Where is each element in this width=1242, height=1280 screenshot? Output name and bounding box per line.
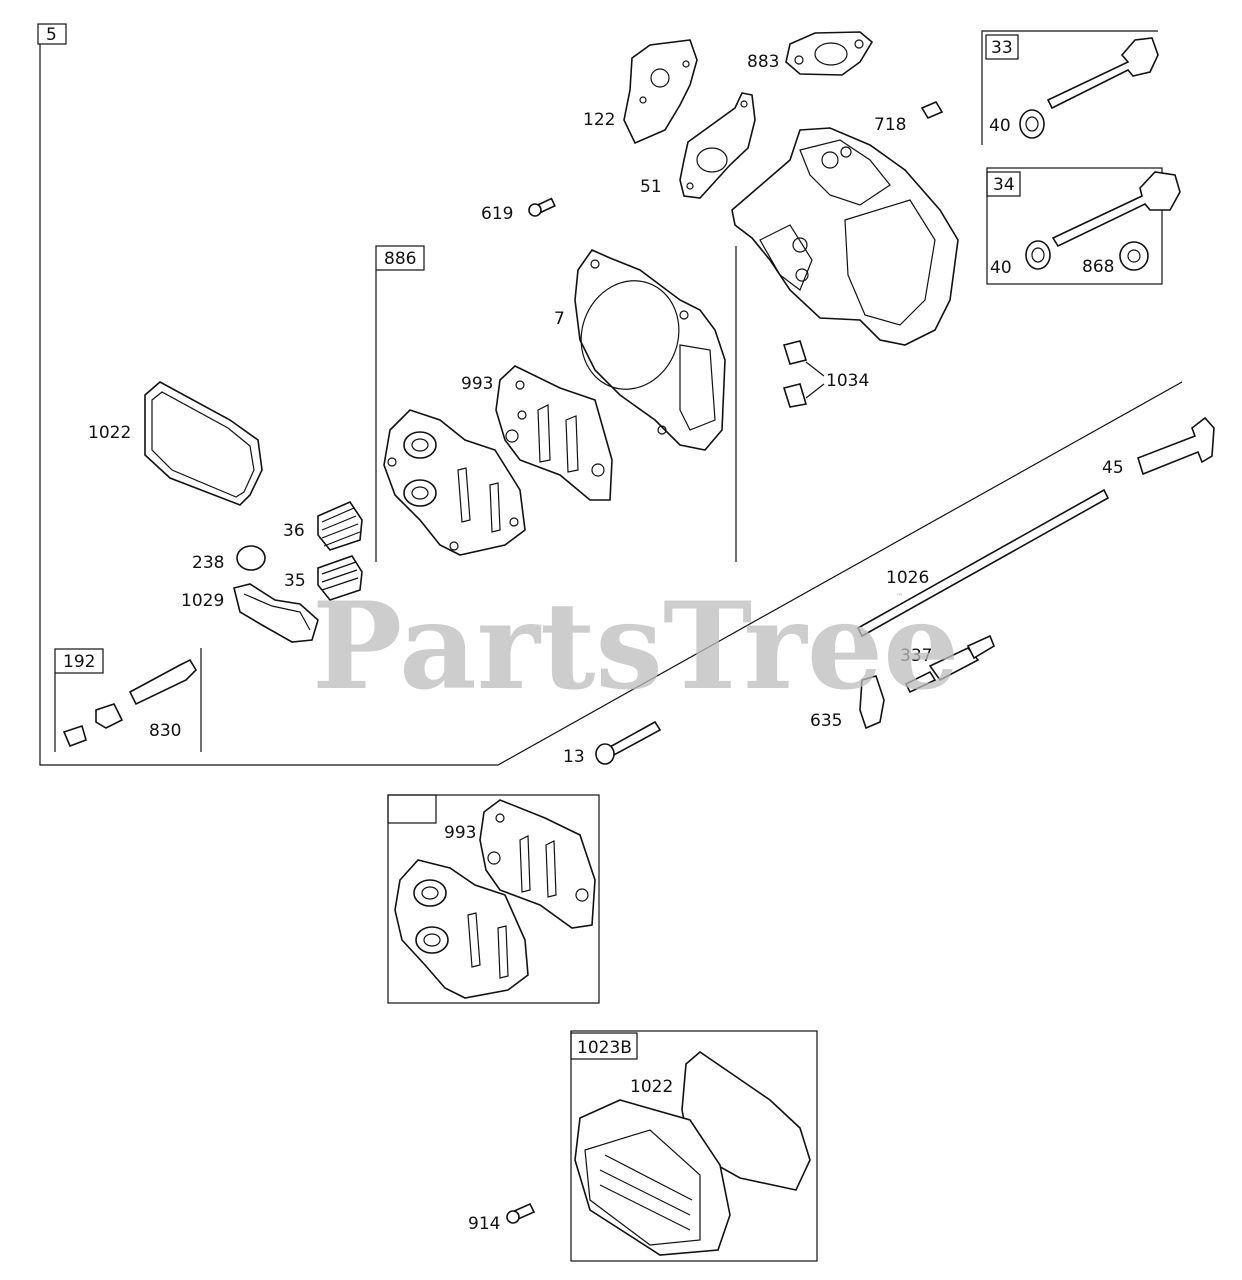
screw-619	[528, 197, 556, 217]
spark-plug-337	[904, 634, 995, 694]
cap-238	[236, 545, 266, 571]
group-33-frame: 33	[981, 30, 1158, 145]
bolt-13	[595, 720, 662, 765]
push-rod-1026	[856, 488, 1110, 638]
group-34-label: 34	[993, 175, 1015, 195]
heat-shield-122	[623, 39, 698, 145]
dowel-pin-718	[920, 100, 944, 120]
valve-spring-36	[317, 500, 363, 551]
callout-914: 914	[468, 1214, 500, 1234]
valve-retainers-1034	[782, 340, 825, 408]
group-5-frame: 5	[37, 23, 1183, 766]
breather-assembly-886	[383, 409, 526, 556]
group-34-frame: 34	[986, 167, 1163, 285]
intake-valve-34	[1025, 171, 1181, 271]
plate-993	[495, 365, 613, 501]
callout-619: 619	[481, 204, 513, 224]
exhaust-valve-33	[1019, 37, 1159, 139]
group-33-label: 33	[991, 38, 1013, 58]
group-5-label: 5	[46, 25, 57, 45]
kit-breather-plate	[394, 859, 529, 999]
valve-45	[1137, 416, 1215, 476]
callout-993-kit: 993	[444, 823, 476, 843]
group-886-frame: 886	[375, 245, 737, 562]
rocker-1029	[233, 583, 319, 643]
callout-36: 36	[283, 521, 305, 541]
group-1023b-label: 1023B	[577, 1038, 632, 1058]
head-gasket-7	[574, 249, 726, 451]
callout-635: 635	[810, 711, 842, 731]
valve-spring-35	[317, 555, 363, 601]
callout-45: 45	[1102, 458, 1124, 478]
fitting-830	[62, 658, 198, 748]
group-886-label: 886	[384, 249, 416, 269]
callout-1026: 1026	[886, 568, 929, 588]
callout-51: 51	[640, 177, 662, 197]
cover-gasket-1022	[144, 381, 263, 506]
group-1023b-frame: 1023B	[570, 1030, 818, 1262]
screw-914	[506, 1202, 536, 1224]
watermark-tm: ™	[895, 593, 904, 603]
callout-13: 13	[563, 747, 585, 767]
intake-gasket-883	[785, 31, 874, 76]
callout-993: 993	[461, 374, 493, 394]
callout-122: 122	[583, 110, 615, 130]
spark-boot-635	[859, 675, 885, 730]
callout-238: 238	[192, 553, 224, 573]
gasket-kit-frame	[387, 794, 600, 1004]
watermark: PartsTree	[312, 576, 959, 717]
callout-40-b: 40	[990, 258, 1012, 278]
cylinder-head	[731, 127, 959, 346]
callout-7: 7	[554, 309, 565, 329]
callout-883: 883	[747, 52, 779, 72]
rocker-cover-1023b	[574, 1050, 811, 1256]
callout-1022-cover: 1022	[630, 1077, 673, 1097]
callout-337: 337	[900, 646, 932, 666]
callout-718: 718	[874, 115, 906, 135]
callout-35: 35	[284, 571, 306, 591]
callout-1034: 1034	[826, 371, 869, 391]
gasket-51	[679, 92, 756, 199]
callout-830: 830	[149, 721, 181, 741]
callout-868: 868	[1082, 257, 1114, 277]
callout-1022: 1022	[88, 423, 131, 443]
group-192-label: 192	[63, 652, 95, 672]
group-192-frame: 192	[54, 648, 202, 752]
kit-plate-993	[479, 799, 596, 929]
callout-1029: 1029	[181, 591, 224, 611]
callout-40-a: 40	[989, 116, 1011, 136]
